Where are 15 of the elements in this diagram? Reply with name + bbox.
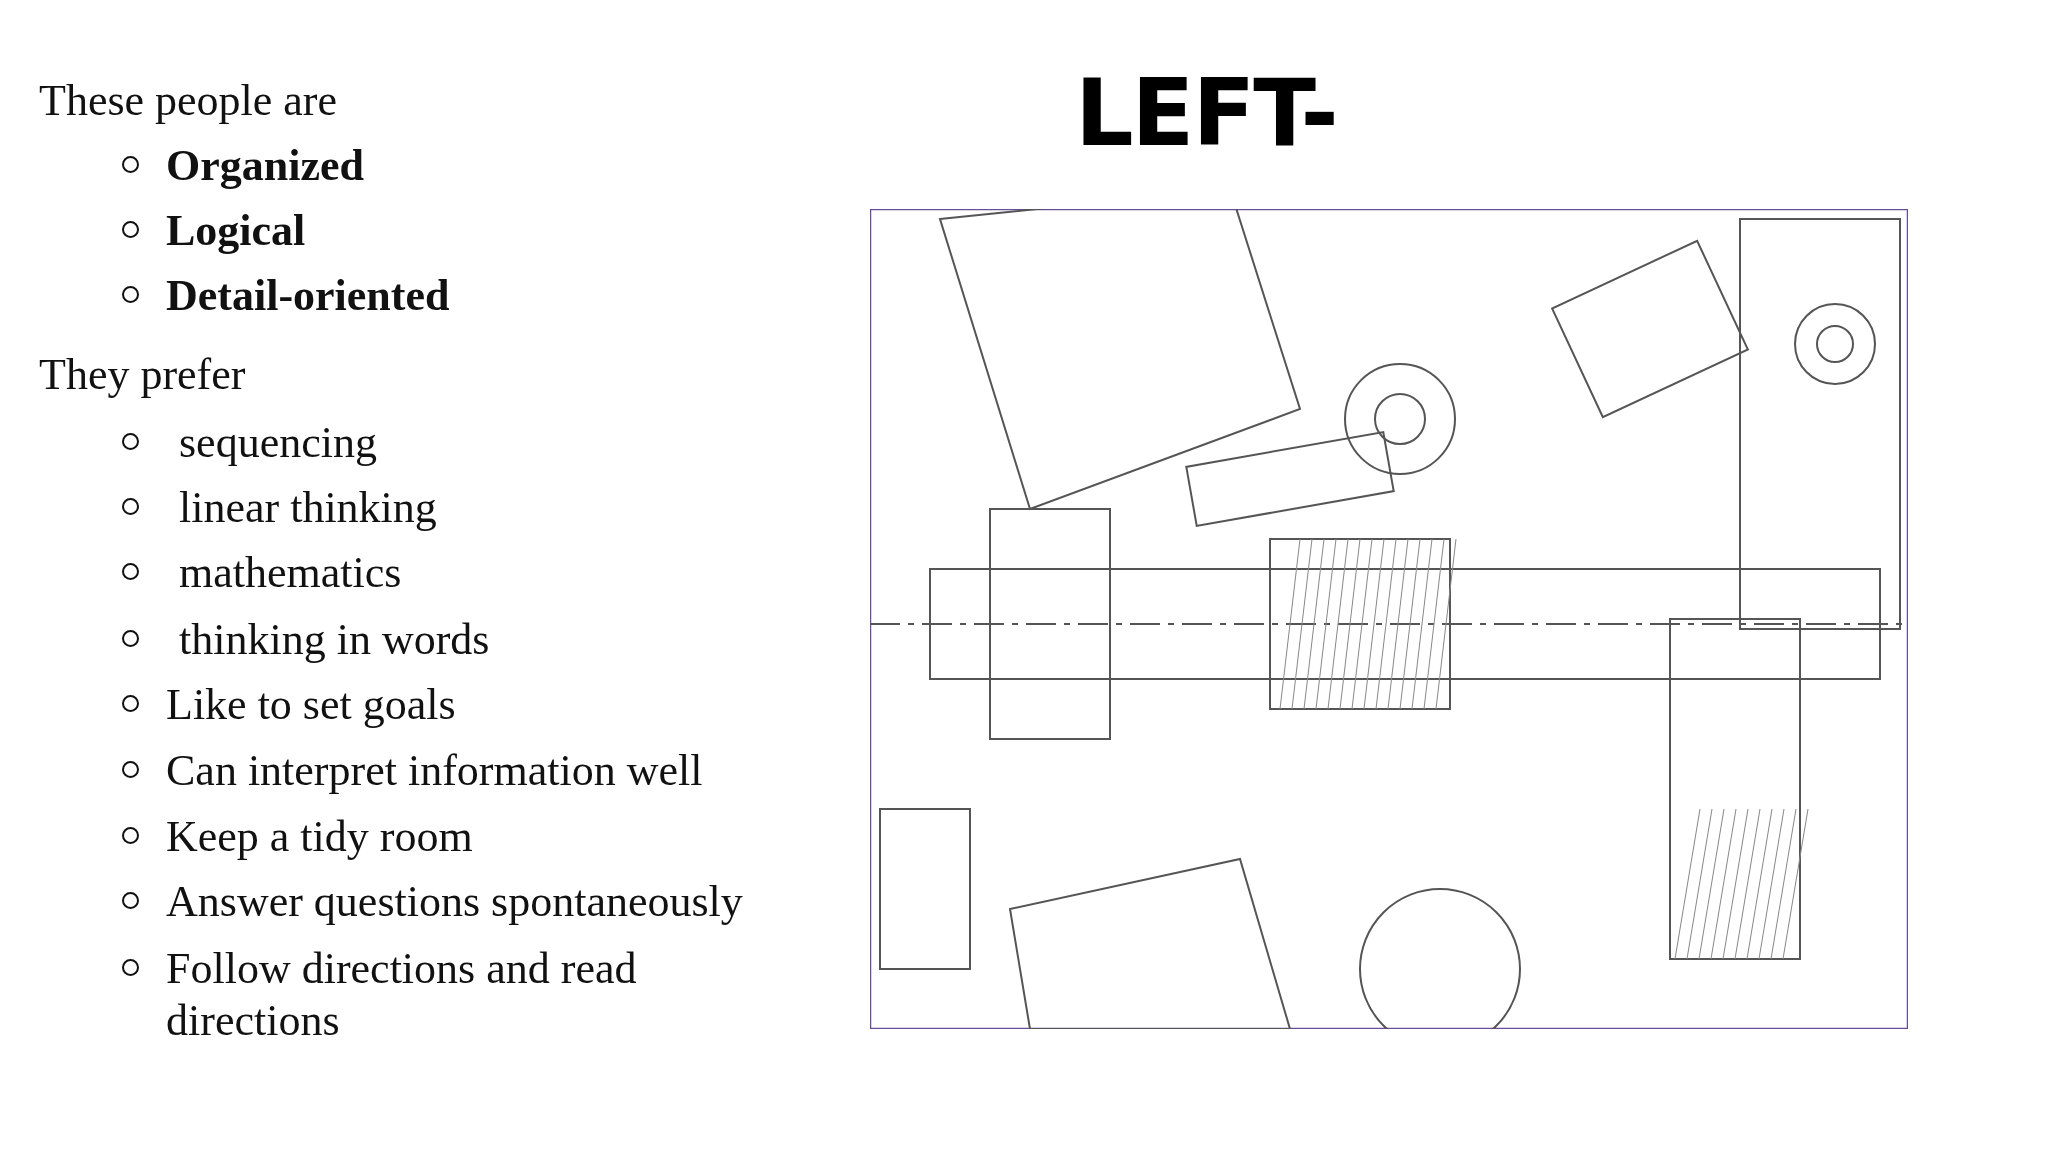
list-text: Follow directions and read directions: [166, 943, 638, 1047]
list-text: sequencing: [179, 417, 377, 469]
list-text: Detail-oriented: [166, 270, 450, 322]
list-text: These people are: [39, 75, 338, 127]
slide-title: LEFT-: [1075, 68, 1337, 160]
list-text: Keep a tidy room: [166, 811, 473, 863]
list-text: Logical: [166, 205, 306, 257]
list-text: linear thinking: [179, 482, 437, 534]
list-text: thinking in words: [179, 614, 490, 666]
list-text: Can interpret information well: [166, 745, 703, 797]
list-text: Like to set goals: [166, 679, 456, 731]
list-text: Answer questions spontaneously: [166, 876, 743, 928]
list-text: mathematics: [179, 547, 402, 599]
list-text: Organized: [166, 140, 364, 192]
list-text: They prefer: [39, 349, 246, 401]
